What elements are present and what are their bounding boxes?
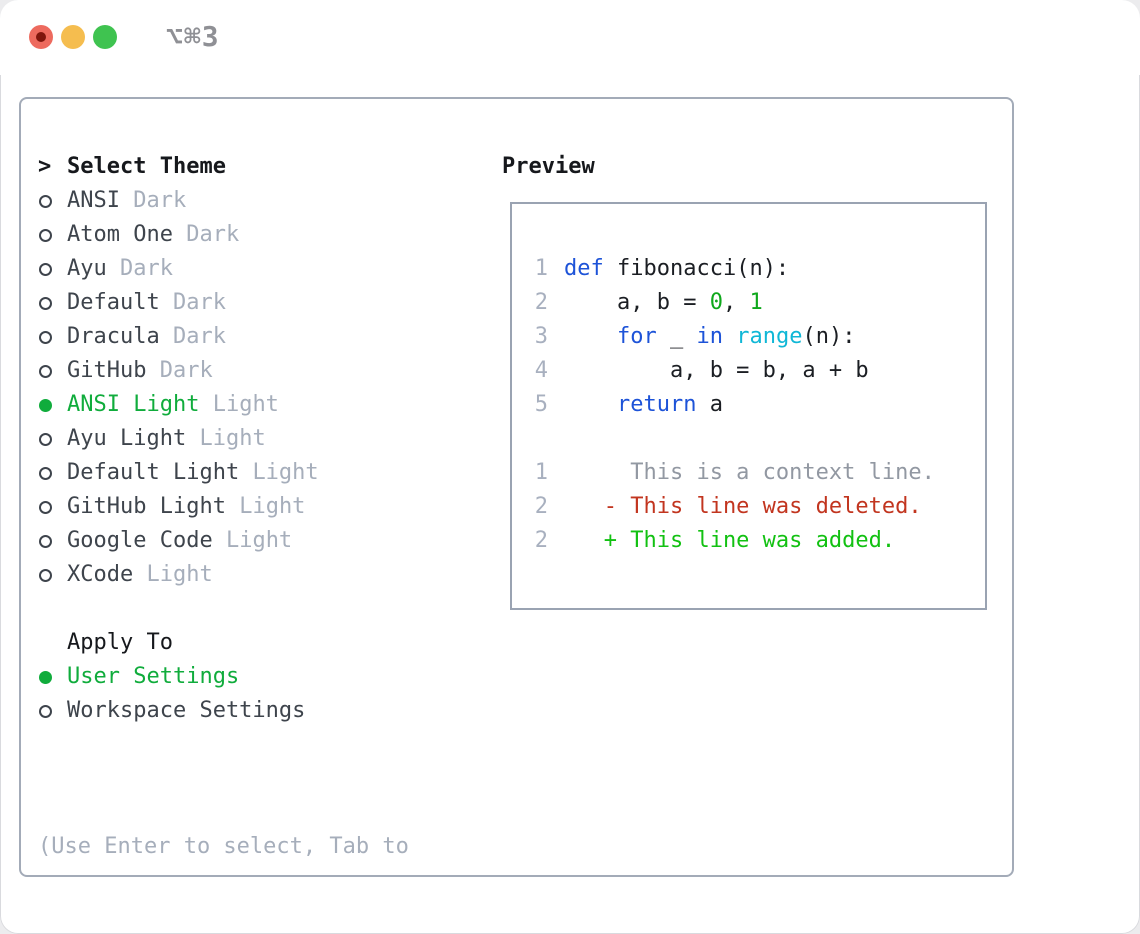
radio-icon [39, 466, 52, 480]
theme-option-ayu[interactable]: Ayu Dark [38, 252, 319, 286]
theme-list-title: Select Theme [67, 154, 226, 179]
minimize-button[interactable] [61, 25, 85, 49]
radio-icon [39, 228, 52, 242]
help-text: (Use Enter to select, Tab to change focu… [38, 762, 409, 934]
maximize-button[interactable] [93, 25, 117, 49]
apply-to-title: Apply To [67, 630, 173, 655]
help-line-1: (Use Enter to select, Tab to [38, 834, 409, 859]
radio-icon [39, 568, 52, 582]
line-number: 1 [534, 256, 548, 281]
titlebar: ⌥⌘3 [0, 0, 1140, 75]
line-number: 2 [534, 528, 548, 553]
theme-option-dracula[interactable]: Dracula Dark [38, 320, 319, 354]
code-line: 2 a, b = 0, 1 [534, 286, 985, 320]
radio-selected-icon [39, 670, 52, 684]
theme-option-ayu-light[interactable]: Ayu Light Light [38, 422, 319, 456]
theme-option-default[interactable]: Default Dark [38, 286, 319, 320]
apply-option-user-settings[interactable]: User Settings [38, 660, 305, 694]
radio-unselected-icon [39, 704, 52, 718]
radio-icon [39, 296, 52, 310]
radio-icon [39, 364, 52, 378]
close-dot-icon [36, 32, 46, 42]
theme-list-header: > Select Theme [38, 150, 319, 184]
window-shortcut-label: ⌥⌘3 [166, 20, 220, 53]
close-button[interactable] [29, 25, 53, 49]
apply-option-workspace-settings[interactable]: Workspace Settings [38, 694, 305, 728]
theme-option-ansi-light[interactable]: ANSI Light Light [38, 388, 319, 422]
code-line [534, 422, 985, 456]
apply-to-section: Apply To User Settings Workspace Setting… [38, 626, 305, 728]
line-number: 1 [534, 460, 548, 485]
code-line: 2 + This line was added. [534, 524, 985, 558]
theme-option-ansi[interactable]: ANSI Dark [38, 184, 319, 218]
line-number: 2 [534, 494, 548, 519]
code-line: 5 return a [534, 388, 985, 422]
theme-selector-panel: > Select Theme ANSI Dark Atom One Dark A… [19, 97, 1014, 877]
radio-icon [39, 432, 52, 446]
radio-icon [39, 330, 52, 344]
apply-to-header: Apply To [38, 626, 305, 660]
code-line: 4 a, b = b, a + b [534, 354, 985, 388]
theme-option-google-code[interactable]: Google Code Light [38, 524, 319, 558]
code-line: 1 def fibonacci(n): [534, 252, 985, 286]
theme-option-github[interactable]: GitHub Dark [38, 354, 319, 388]
preview-box: 1 def fibonacci(n): 2 a, b = 0, 1 3 for … [510, 202, 987, 610]
theme-option-default-light[interactable]: Default Light Light [38, 456, 319, 490]
line-number: 4 [534, 358, 548, 383]
radio-icon [39, 398, 52, 412]
code-line: 1 This is a context line. [534, 456, 985, 490]
theme-list: > Select Theme ANSI Dark Atom One Dark A… [38, 150, 319, 592]
theme-option-xcode[interactable]: XCode Light [38, 558, 319, 592]
line-number: 5 [534, 392, 548, 417]
line-number: 3 [534, 324, 548, 349]
radio-icon [39, 500, 52, 514]
radio-icon [39, 534, 52, 548]
theme-option-github-light[interactable]: GitHub Light Light [38, 490, 319, 524]
theme-option-atom-one[interactable]: Atom One Dark [38, 218, 319, 252]
code-line: 3 for _ in range(n): [534, 320, 985, 354]
cursor-prompt-icon: > [38, 154, 52, 179]
line-number [534, 422, 548, 456]
code-line: 2 - This line was deleted. [534, 490, 985, 524]
preview-title: Preview [502, 154, 595, 179]
radio-icon [39, 262, 52, 276]
radio-icon [39, 194, 52, 208]
line-number: 2 [534, 290, 548, 315]
